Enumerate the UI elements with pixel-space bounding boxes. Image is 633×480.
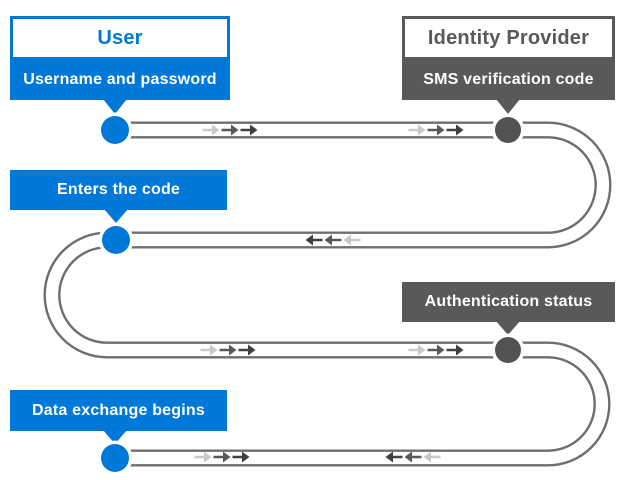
identity-provider-node-row3 bbox=[495, 337, 521, 363]
user-actor-box: User Username and password bbox=[10, 16, 230, 100]
sms-code-callout: SMS verification code bbox=[402, 60, 615, 100]
auth-status-callout-tail bbox=[496, 321, 520, 335]
user-actor-label: User bbox=[97, 26, 143, 49]
username-password-label: Username and password bbox=[23, 71, 217, 88]
auth-status-label: Authentication status bbox=[424, 293, 593, 310]
data-exchange-callout-tail bbox=[103, 430, 127, 444]
enters-code-callout-tail bbox=[104, 209, 128, 223]
identity-provider-actor-box: Identity Provider SMS verification code bbox=[402, 16, 615, 100]
user-node-row1 bbox=[101, 116, 129, 144]
username-password-callout-tail bbox=[103, 99, 127, 114]
enters-code-label: Enters the code bbox=[56, 181, 181, 198]
user-actor-title: User bbox=[10, 16, 230, 60]
identity-provider-actor-label: Identity Provider bbox=[427, 26, 590, 49]
data-exchange-callout: Data exchange begins bbox=[10, 390, 227, 431]
auth-status-callout: Authentication status bbox=[402, 282, 615, 322]
username-password-callout: Username and password bbox=[10, 60, 230, 100]
enters-code-callout: Enters the code bbox=[10, 170, 227, 210]
identity-provider-actor-title: Identity Provider bbox=[402, 16, 615, 60]
sms-code-label: SMS verification code bbox=[423, 71, 594, 88]
identity-provider-node-row1 bbox=[495, 117, 521, 143]
user-node-row2 bbox=[102, 226, 130, 254]
user-node-row4 bbox=[101, 444, 129, 472]
sms-code-callout-tail bbox=[496, 99, 520, 114]
data-exchange-label: Data exchange begins bbox=[32, 401, 205, 419]
